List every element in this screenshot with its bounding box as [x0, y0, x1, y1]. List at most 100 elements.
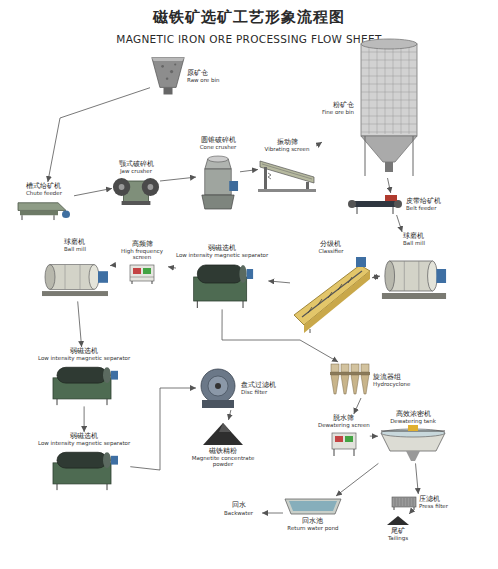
- illustration-part: [57, 399, 58, 405]
- illustration-part: [174, 64, 176, 66]
- english-name: Vibrating screen: [265, 146, 310, 152]
- illustration-part: [398, 498, 399, 506]
- illustration-part: [264, 167, 267, 189]
- equipment-label: 分级机Classifier: [318, 240, 343, 254]
- illustration-part: [107, 484, 108, 490]
- equipment-label: 球磨机Ball mill: [403, 232, 425, 246]
- illustration-part: [45, 265, 55, 290]
- chinese-name: 皮带给矿机: [406, 197, 441, 205]
- illustration-part: [401, 46, 402, 134]
- equipment-illustration: [128, 262, 156, 284]
- illustration-part: [409, 46, 410, 134]
- illustration-part: [361, 100, 417, 101]
- illustration-part: [356, 257, 366, 267]
- chinese-name: 球磨机: [64, 238, 86, 246]
- illustration-part: [413, 498, 414, 506]
- illustration-part: [133, 268, 141, 274]
- equipment-illustration: [201, 420, 245, 446]
- illustration-part: [42, 291, 108, 296]
- equipment-illustration: [355, 38, 423, 178]
- illustration-part: [113, 178, 130, 196]
- equipment-illustration: [258, 153, 316, 193]
- equipment-illustration: [386, 514, 410, 526]
- chinese-name: 弱磁选机: [38, 347, 130, 355]
- illustration-part: [57, 368, 107, 384]
- illustration-part: [103, 453, 111, 469]
- illustration-part: [215, 383, 221, 389]
- illustration-part: [148, 184, 154, 190]
- illustration-part: [202, 195, 234, 209]
- illustration-part: [361, 364, 369, 372]
- equipment-illustration: [345, 193, 405, 215]
- illustration-part: [392, 497, 416, 507]
- illustration-part: [348, 200, 356, 208]
- flow-arrow: [168, 267, 176, 268]
- chinese-name: 高频筛: [116, 240, 168, 248]
- equipment-node: 高效浓密机Dewatering tank: [378, 410, 448, 463]
- flow-arrow: [240, 170, 258, 172]
- equipment-label: 旋流器组Hydrocyclone: [373, 373, 410, 387]
- equipment-node: 圆锥破碎机Cone crusher: [196, 136, 240, 213]
- illustration-part: [335, 436, 343, 442]
- illustration-part: [377, 46, 378, 134]
- equipment-illustration: [150, 54, 186, 98]
- illustration-part: [89, 265, 99, 290]
- chinese-name: 颚式破碎机: [119, 160, 154, 168]
- equipment-illustration: [283, 496, 343, 516]
- equipment-illustration: [390, 494, 418, 510]
- illustration-part: [302, 271, 362, 317]
- equipment-label: 脱水筛Dewatering screen: [318, 414, 370, 428]
- equipment-node: 弱磁选机Low intensity magnetic separator: [38, 432, 130, 491]
- english-name: Hydrocyclone: [373, 381, 410, 387]
- illustration-part: [152, 281, 153, 284]
- illustration-part: [361, 84, 417, 85]
- illustration-part: [408, 425, 418, 431]
- illustration-part: [331, 364, 339, 372]
- illustration-part: [395, 498, 396, 506]
- illustration-part: [361, 39, 417, 49]
- flow-arrow: [130, 388, 196, 470]
- illustration-part: [20, 211, 58, 216]
- illustration-part: [341, 375, 349, 394]
- english-name: Press filter: [419, 503, 448, 509]
- illustration-part: [285, 499, 341, 514]
- flow-arrow: [354, 398, 361, 414]
- flow-arrow: [416, 463, 419, 494]
- illustration-part: [361, 60, 417, 61]
- illustration-part: [143, 268, 151, 274]
- equipment-label: 高频筛High frequency screen: [116, 240, 168, 261]
- equipment-node: 槽式给矿机Chute feeder: [14, 182, 74, 221]
- equipment-label: 槽式给矿机Chute feeder: [26, 182, 62, 196]
- illustration-part: [166, 77, 169, 79]
- illustration-part: [262, 164, 312, 179]
- english-name: Dewatering screen: [318, 422, 370, 428]
- illustration-part: [289, 501, 337, 511]
- english-name: Cone crusher: [200, 144, 237, 150]
- equipment-label: 弱磁选机Low intensity magnetic separator: [176, 244, 268, 258]
- flow-arrow: [110, 264, 116, 266]
- illustration-part: [18, 203, 66, 211]
- illustration-part: [205, 169, 231, 195]
- illustration-part: [385, 195, 397, 201]
- illustration-part: [308, 277, 352, 313]
- chinese-name: 槽式给矿机: [26, 182, 62, 190]
- english-name: Ball mill: [403, 240, 425, 246]
- illustration-part: [361, 92, 417, 93]
- illustration-part: [361, 52, 417, 53]
- equipment-node: 压滤机Press filter: [390, 494, 448, 510]
- illustration-part: [98, 272, 108, 284]
- illustration-part: [361, 124, 417, 125]
- illustration-part: [62, 211, 70, 219]
- illustration-part: [202, 400, 234, 408]
- flow-arrow: [316, 142, 322, 146]
- equipment-node: 高频筛High frequency screen: [116, 240, 168, 284]
- illustration-part: [161, 65, 164, 68]
- illustration-part: [361, 375, 369, 394]
- illustration-part: [122, 201, 151, 205]
- illustration-part: [351, 375, 359, 394]
- equipment-label: 振动筛Vibrating screen: [265, 138, 310, 152]
- chinese-name: 弱磁选机: [38, 432, 130, 440]
- english-name: Jaw crusher: [119, 168, 154, 174]
- chinese-name: 弱磁选机: [176, 244, 268, 252]
- illustration-part: [361, 116, 417, 117]
